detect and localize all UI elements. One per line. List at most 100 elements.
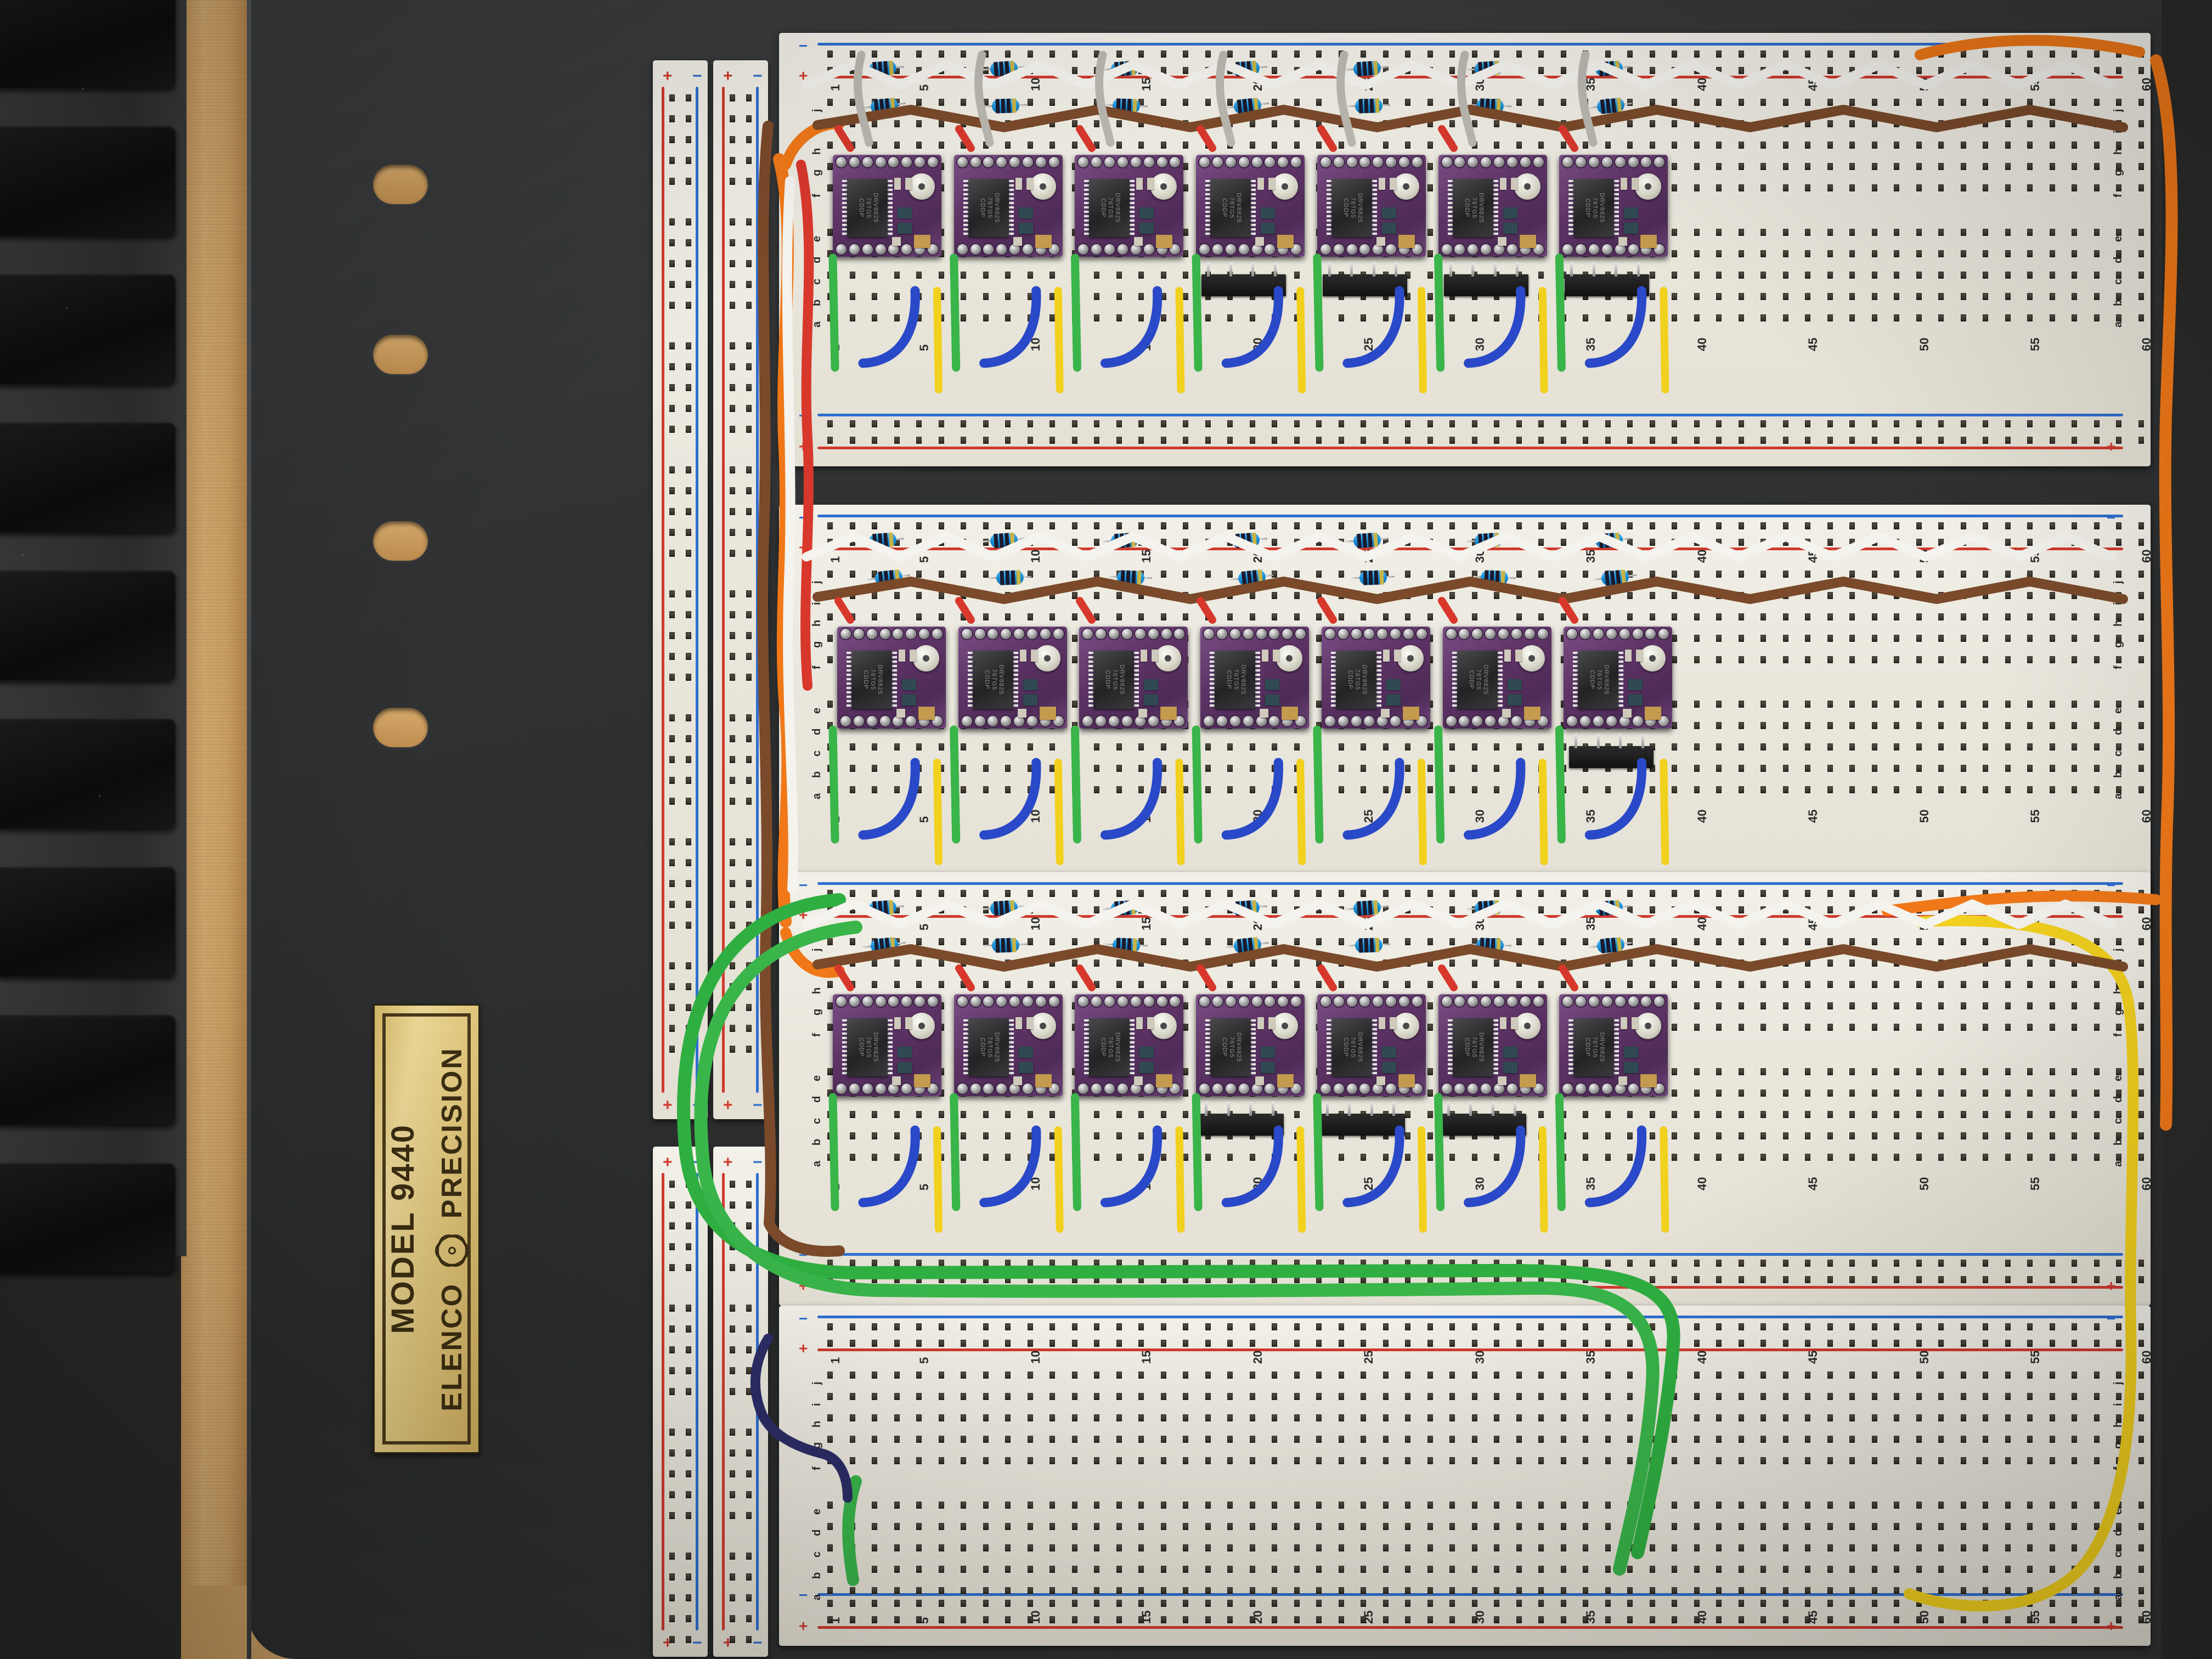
breadboard-hole[interactable] [1138,272,1144,279]
breadboard-hole[interactable] [2049,765,2055,772]
breadboard-hole[interactable] [746,632,752,639]
breadboard-hole[interactable] [1272,890,1277,897]
breadboard-hole[interactable] [1716,786,1722,793]
breadboard-hole[interactable] [1027,1457,1033,1464]
breadboard-hole[interactable] [1583,890,1588,897]
breadboard-hole[interactable] [2072,635,2077,642]
breadboard-hole[interactable] [827,1457,833,1464]
breadboard-hole[interactable] [1782,571,1788,578]
breadboard-hole[interactable] [1405,981,1410,988]
breadboard-hole[interactable] [1383,890,1389,897]
breadboard-hole[interactable] [730,405,735,412]
breadboard-hole[interactable] [1827,1024,1833,1031]
breadboard-hole[interactable] [1738,229,1744,236]
breadboard-hole[interactable] [1849,539,1855,546]
breadboard-hole[interactable] [2094,1024,2100,1031]
breadboard-hole[interactable] [2049,272,2055,279]
breadboard-hole[interactable] [1583,960,1588,967]
breadboard-hole[interactable] [1538,1323,1544,1330]
breadboard-hole[interactable] [1827,743,1833,751]
breadboard-hole[interactable] [1071,272,1077,279]
breadboard-hole[interactable] [2138,906,2144,913]
module-pin[interactable] [1506,157,1517,167]
module-pin[interactable] [1364,629,1375,639]
breadboard-hole[interactable] [1583,1340,1588,1347]
breadboard-hole[interactable] [1738,1600,1744,1607]
breadboard-hole[interactable] [2138,1276,2144,1283]
breadboard-hole[interactable] [983,1587,989,1594]
breadboard-hole[interactable] [730,798,735,805]
breadboard-hole[interactable] [2027,765,2033,772]
breadboard-hole[interactable] [1405,120,1410,127]
breadboard-hole[interactable] [827,120,833,127]
breadboard-hole[interactable] [1005,120,1011,127]
module-pin[interactable] [1485,716,1496,726]
breadboard-hole[interactable] [746,405,752,412]
breadboard-hole[interactable] [1138,1566,1144,1573]
breadboard-hole[interactable] [1627,890,1633,897]
module-pin[interactable] [915,157,926,167]
module-pin[interactable] [1589,157,1600,167]
breadboard-hole[interactable] [1183,99,1188,106]
module-pin[interactable] [983,1084,994,1094]
breadboard-hole[interactable] [1805,1372,1810,1379]
breadboard-hole[interactable] [1672,1544,1677,1551]
breadboard-hole[interactable] [1827,539,1833,546]
breadboard-hole[interactable] [686,632,691,639]
breadboard-hole[interactable] [1805,437,1810,444]
breadboard-hole[interactable] [827,1002,833,1009]
breadboard-hole[interactable] [2049,906,2055,913]
breadboard-hole[interactable] [1383,142,1389,149]
breadboard-hole[interactable] [2094,314,2100,321]
breadboard-hole[interactable] [1782,722,1788,729]
breadboard-hole[interactable] [1116,522,1122,529]
breadboard-hole[interactable] [686,1553,691,1560]
breadboard-hole[interactable] [686,1470,691,1477]
breadboard-hole[interactable] [2072,522,2077,529]
breadboard-hole[interactable] [1983,571,1988,578]
breadboard-hole[interactable] [1983,1132,1988,1139]
breadboard-hole[interactable] [1672,765,1677,772]
breadboard-hole[interactable] [730,922,735,929]
breadboard-hole[interactable] [1316,981,1322,988]
breadboard-hole[interactable] [1471,1436,1477,1443]
breadboard-hole[interactable] [1272,1436,1277,1443]
breadboard-hole[interactable] [1849,1523,1855,1530]
breadboard-hole[interactable] [1960,1502,1966,1509]
breadboard-hole[interactable] [1427,890,1433,897]
breadboard-hole[interactable] [1471,1340,1477,1347]
breadboard-hole[interactable] [1294,1276,1300,1283]
breadboard-hole[interactable] [1605,522,1611,529]
breadboard-hole[interactable] [1916,1414,1922,1421]
breadboard-hole[interactable] [1138,1323,1144,1330]
breadboard-hole[interactable] [1760,539,1766,546]
breadboard-hole[interactable] [961,592,966,599]
breadboard-hole[interactable] [2005,1024,2011,1031]
breadboard-hole[interactable] [1049,1502,1055,1509]
breadboard-hole[interactable] [1938,120,1944,127]
module-pin[interactable] [996,996,1007,1007]
breadboard-hole[interactable] [916,786,922,793]
breadboard-hole[interactable] [686,777,691,784]
breadboard-hole[interactable] [1827,592,1833,599]
header-pin[interactable] [1641,734,1644,748]
breadboard-hole[interactable] [1916,701,1922,708]
breadboard-hole[interactable] [2116,1154,2121,1161]
breadboard-hole[interactable] [1938,539,1944,546]
module-pin[interactable] [1022,157,1033,167]
breadboard-hole[interactable] [1294,1566,1300,1573]
module-pin[interactable] [1506,996,1517,1007]
breadboard-hole[interactable] [916,1457,922,1464]
breadboard-hole[interactable] [1160,1111,1166,1118]
breadboard-hole[interactable] [1916,1323,1922,1330]
breadboard-hole[interactable] [1049,1372,1055,1379]
breadboard-hole[interactable] [1361,420,1366,427]
breadboard-hole[interactable] [1272,142,1277,149]
breadboard-hole[interactable] [1983,522,1988,529]
breadboard-hole[interactable] [872,1372,877,1379]
breadboard-hole[interactable] [1694,938,1700,945]
breadboard-hole[interactable] [1894,635,1899,642]
